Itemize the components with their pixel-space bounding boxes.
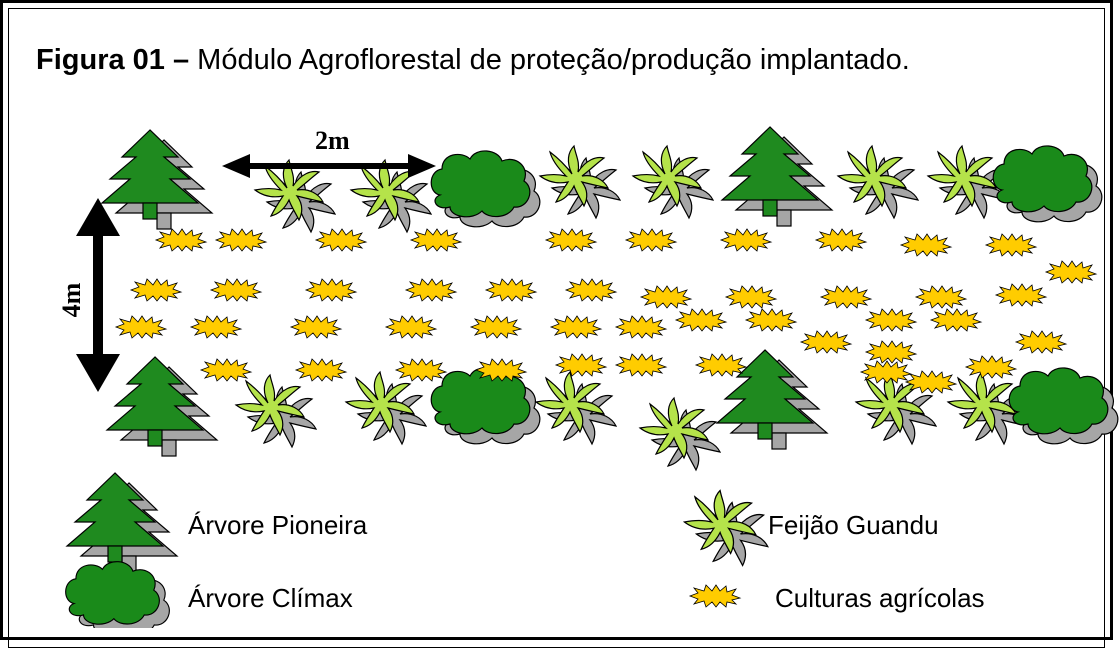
agricultural-crop-icon bbox=[745, 308, 797, 332]
agricultural-crop-icon bbox=[485, 278, 537, 302]
agricultural-crop-icon bbox=[470, 315, 522, 339]
width-dimension-label: 2m bbox=[315, 126, 350, 155]
legend-pioneer-label: Árvore Pioneira bbox=[188, 510, 368, 540]
legend-climax-tree-icon bbox=[65, 561, 170, 628]
feijao-guandu-icon bbox=[535, 371, 617, 445]
agricultural-crop-icon bbox=[640, 285, 692, 309]
agricultural-crop-icon bbox=[815, 228, 867, 252]
legend-crops-label: Culturas agrícolas bbox=[775, 583, 985, 613]
legend-crops-icon bbox=[689, 584, 741, 608]
agricultural-crop-icon bbox=[865, 308, 917, 332]
agricultural-crop-icon bbox=[200, 358, 252, 382]
agricultural-crop-icon bbox=[155, 228, 207, 252]
legend-pioneer-tree-icon bbox=[66, 472, 178, 573]
caption-text: Módulo Agroflorestal de proteção/produçã… bbox=[189, 44, 910, 76]
climax-tree-icon bbox=[430, 367, 541, 445]
caption-prefix: Figura 01 – bbox=[36, 44, 190, 76]
height-dimension-label: 4m bbox=[57, 282, 86, 317]
climax-tree-icon bbox=[430, 150, 541, 228]
symbols-layer bbox=[65, 126, 1119, 628]
agricultural-crop-icon bbox=[385, 315, 437, 339]
width-dimension-arrow: 2m bbox=[222, 126, 436, 178]
agricultural-crop-icon bbox=[305, 278, 357, 302]
agricultural-crop-icon bbox=[550, 315, 602, 339]
legend-feijao-guandu-icon bbox=[683, 489, 769, 567]
agricultural-crop-icon bbox=[130, 278, 182, 302]
agricultural-crop-icon bbox=[615, 353, 667, 377]
agricultural-crop-icon bbox=[115, 315, 167, 339]
agricultural-crop-icon bbox=[1015, 330, 1067, 354]
agricultural-crop-icon bbox=[410, 228, 462, 252]
agricultural-crop-icon bbox=[985, 233, 1037, 257]
agricultural-crop-icon bbox=[900, 233, 952, 257]
height-dimension-arrow: 4m bbox=[57, 198, 120, 392]
feijao-guandu-icon bbox=[345, 371, 427, 445]
climax-tree-icon bbox=[1008, 367, 1119, 445]
agricultural-crop-icon bbox=[395, 358, 447, 382]
feijao-guandu-icon bbox=[837, 145, 919, 219]
agricultural-crop-icon bbox=[565, 278, 617, 302]
agricultural-crop-icon bbox=[865, 340, 917, 364]
pioneer-tree-icon bbox=[101, 129, 213, 230]
agricultural-crop-icon bbox=[995, 283, 1047, 307]
agricultural-crop-icon bbox=[720, 228, 772, 252]
agricultural-crop-icon bbox=[190, 315, 242, 339]
agricultural-crop-icon bbox=[800, 330, 852, 354]
agricultural-crop-icon bbox=[675, 308, 727, 332]
agricultural-crop-icon bbox=[695, 353, 747, 377]
agricultural-crop-icon bbox=[930, 308, 982, 332]
agricultural-crop-icon bbox=[1045, 260, 1097, 284]
agricultural-crop-icon bbox=[405, 278, 457, 302]
feijao-guandu-icon bbox=[235, 374, 317, 448]
pioneer-tree-icon bbox=[106, 356, 218, 457]
agroforestry-module-diagram: 2m 4m bbox=[57, 126, 1119, 628]
agricultural-crop-icon bbox=[215, 228, 267, 252]
agricultural-crop-icon bbox=[555, 353, 607, 377]
agricultural-crop-icon bbox=[725, 285, 777, 309]
agricultural-crop-icon bbox=[290, 315, 342, 339]
feijao-guandu-icon bbox=[639, 397, 721, 471]
legend-guandu-label: Feijão Guandu bbox=[768, 510, 939, 540]
agricultural-crop-icon bbox=[615, 315, 667, 339]
agricultural-crop-icon bbox=[545, 228, 597, 252]
agricultural-crop-icon bbox=[295, 358, 347, 382]
agricultural-crop-icon bbox=[315, 228, 367, 252]
feijao-guandu-icon bbox=[539, 145, 621, 219]
agricultural-crop-icon bbox=[915, 285, 967, 309]
figure-caption: Figura 01 – Módulo Agroflorestal de prot… bbox=[36, 44, 910, 77]
climax-tree-icon bbox=[992, 145, 1103, 223]
agricultural-crop-icon bbox=[210, 278, 262, 302]
feijao-guandu-icon bbox=[254, 159, 336, 233]
feijao-guandu-icon bbox=[632, 145, 714, 219]
pioneer-tree-icon bbox=[721, 126, 833, 227]
agricultural-crop-icon bbox=[625, 228, 677, 252]
legend-climax-label: Árvore Clímax bbox=[188, 583, 353, 613]
agricultural-crop-icon bbox=[965, 355, 1017, 379]
agricultural-crop-icon bbox=[820, 285, 872, 309]
